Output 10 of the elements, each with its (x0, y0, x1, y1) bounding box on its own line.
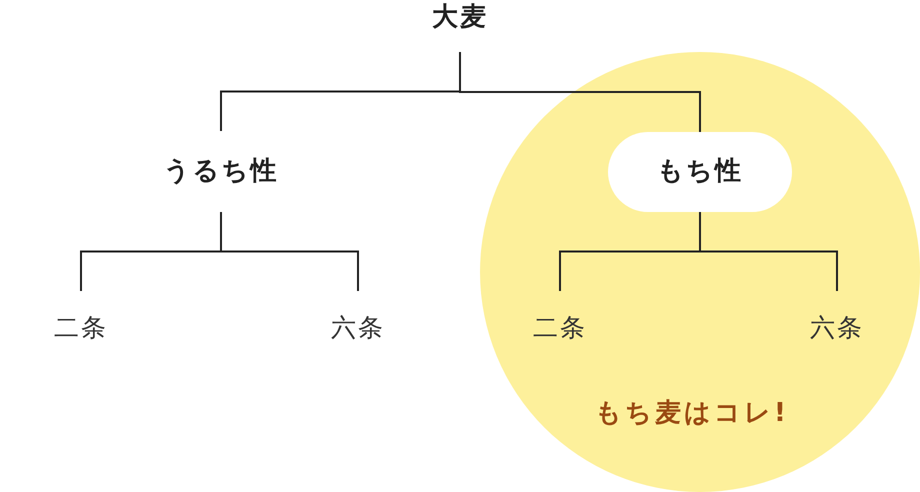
variety-label: 二条 (533, 313, 587, 343)
variety-label: 六条 (331, 313, 385, 343)
tree-connector (220, 212, 359, 291)
category-label: 大麦 (432, 2, 488, 34)
highlight-note: もち麦はコレ! (595, 397, 789, 430)
category-label: もち性 (657, 156, 743, 188)
variety-label: 六条 (810, 313, 864, 343)
variety-label: 二条 (54, 313, 108, 343)
category-label: うるち性 (164, 156, 278, 188)
tree-connector (699, 212, 838, 291)
